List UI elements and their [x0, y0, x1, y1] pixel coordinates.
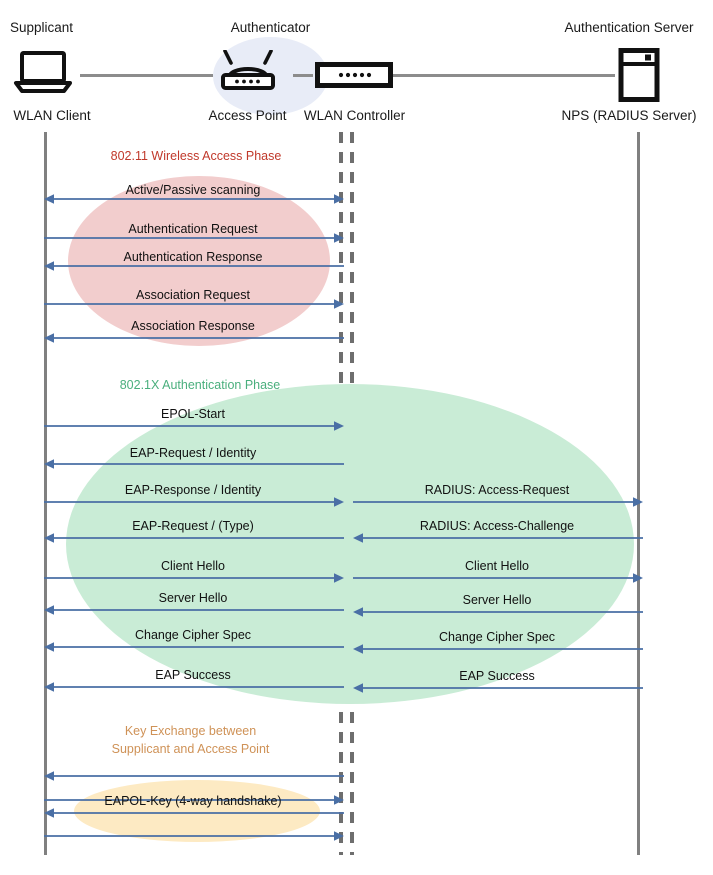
- actor-role-supplicant: Supplicant: [10, 20, 74, 35]
- message-arrow-eapol-key-2: [44, 793, 344, 807]
- message-arrow-scanning: [44, 192, 344, 206]
- link-ap-to-controller: [293, 74, 313, 77]
- server-icon: [618, 48, 660, 102]
- message-label-auth-response: Authentication Response: [123, 250, 263, 264]
- message-label-eap-success-right: EAP Success: [459, 669, 535, 683]
- message-arrow-server-hello-left: [44, 603, 344, 617]
- message-arrow-eap-request-identity: [44, 457, 344, 471]
- message-label-epol-start: EPOL-Start: [161, 407, 225, 421]
- message-arrow-auth-response: [44, 259, 344, 273]
- message-arrow-radius-access-request: [353, 495, 643, 509]
- link-controller-to-server: [393, 74, 615, 77]
- message-arrow-eapol-key-1: [44, 769, 344, 783]
- message-label-radius-access-request: RADIUS: Access-Request: [424, 483, 570, 497]
- message-arrow-client-hello-left: [44, 571, 344, 585]
- actor-role-authenticator: Authenticator: [230, 20, 311, 35]
- message-arrow-eap-response-identity: [44, 495, 344, 509]
- message-arrow-radius-access-challenge: [353, 531, 643, 545]
- message-arrow-change-cipher-spec-left: [44, 640, 344, 654]
- message-label-client-hello-right: Client Hello: [465, 559, 529, 573]
- message-label-change-cipher-spec-left: Change Cipher Spec: [134, 628, 252, 642]
- message-arrow-epol-start: [44, 419, 344, 433]
- message-arrow-eapol-key-3: [44, 806, 344, 820]
- phase-ellipse-keyexchange: [74, 780, 320, 842]
- actor-name-accesspoint: Access Point: [208, 108, 287, 123]
- message-arrow-eap-request-type: [44, 531, 344, 545]
- message-label-assoc-response: Association Response: [131, 319, 255, 333]
- wlan-controller-icon: [315, 62, 393, 88]
- link-client-to-ap: [80, 74, 213, 77]
- phase-ellipse-8021x: [66, 384, 634, 704]
- phase-label-keyexchange-line1: Key Exchange between: [124, 724, 257, 738]
- message-arrow-eap-success-left: [44, 680, 344, 694]
- message-arrow-auth-request: [44, 231, 344, 245]
- message-label-assoc-request: Association Request: [136, 288, 250, 302]
- message-label-client-hello-left: Client Hello: [161, 559, 225, 573]
- message-label-auth-request: Authentication Request: [128, 222, 258, 236]
- wireless-router-icon: [219, 50, 277, 94]
- message-label-eapol-key: EAPOL-Key (4-way handshake): [104, 794, 282, 808]
- message-label-eap-request-identity: EAP-Request / Identity: [129, 446, 257, 460]
- message-label-eap-request-type: EAP-Request / (Type): [132, 519, 254, 533]
- lifeline-supplicant: [44, 132, 47, 855]
- message-label-eap-response-identity: EAP-Response / Identity: [124, 483, 262, 497]
- phase-label-keyexchange-line2: Supplicant and Access Point: [111, 742, 270, 756]
- lifeline-authserver: [637, 132, 640, 855]
- message-arrow-eapol-key-4: [44, 829, 344, 843]
- message-arrow-assoc-response: [44, 331, 344, 345]
- message-label-change-cipher-spec-right: Change Cipher Spec: [438, 630, 556, 644]
- message-arrow-change-cipher-spec-right: [353, 642, 643, 656]
- message-arrow-assoc-request: [44, 297, 344, 311]
- actor-role-authserver: Authentication Server: [564, 20, 694, 35]
- message-arrow-server-hello-right: [353, 605, 643, 619]
- laptop-icon: [12, 50, 74, 94]
- message-arrow-eap-success-right: [353, 681, 643, 695]
- phase-ellipse-80211: [68, 176, 330, 346]
- message-label-radius-access-challenge: RADIUS: Access-Challenge: [419, 519, 575, 533]
- phase-label-8021x: 802.1X Authentication Phase: [119, 378, 281, 392]
- message-label-server-hello-left: Server Hello: [158, 591, 228, 605]
- message-arrow-client-hello-right: [353, 571, 643, 585]
- message-label-eap-success-left: EAP Success: [155, 668, 231, 682]
- message-label-server-hello-right: Server Hello: [462, 593, 532, 607]
- actor-name-authserver: NPS (RADIUS Server): [561, 108, 697, 123]
- phase-label-80211: 802.11 Wireless Access Phase: [110, 149, 282, 163]
- actor-name-supplicant: WLAN Client: [13, 108, 91, 123]
- message-label-scanning: Active/Passive scanning: [125, 183, 261, 197]
- actor-name-controller: WLAN Controller: [303, 108, 406, 123]
